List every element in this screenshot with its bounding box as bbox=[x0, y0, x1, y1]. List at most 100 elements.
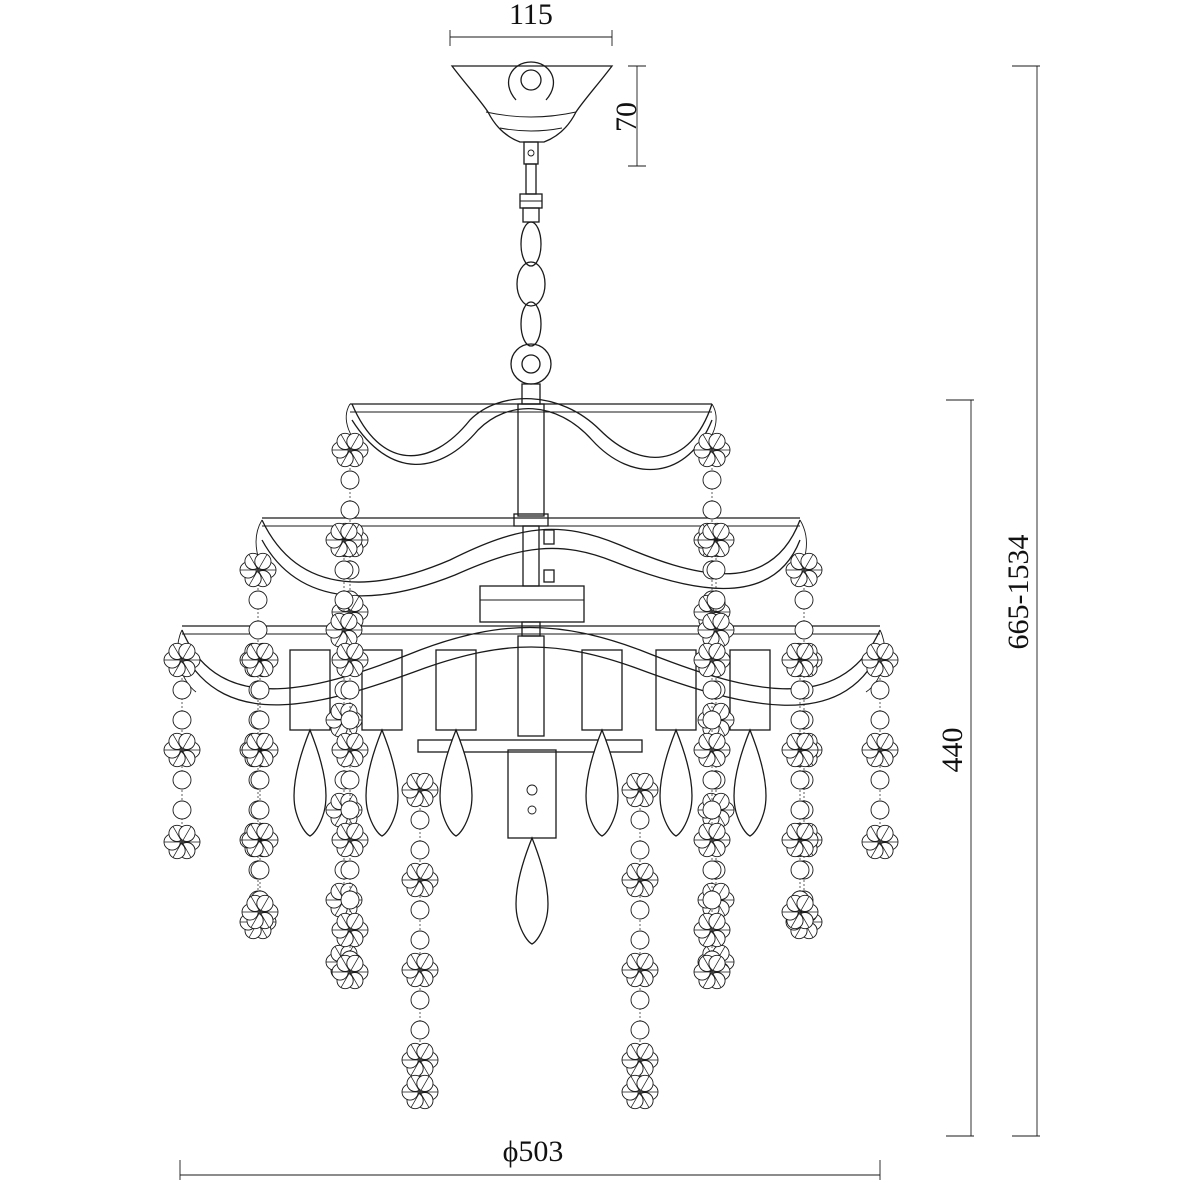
crystal-bead bbox=[790, 770, 810, 790]
crystal-bead bbox=[340, 680, 360, 700]
crystal-bead bbox=[630, 1020, 650, 1040]
crystal-prism bbox=[239, 552, 277, 588]
crystal-bead bbox=[172, 680, 192, 700]
crystal-bead bbox=[794, 620, 814, 640]
crystal-bead bbox=[790, 680, 810, 700]
crystal-bead bbox=[630, 900, 650, 920]
crystal-bead bbox=[702, 680, 722, 700]
crystal-prism bbox=[163, 642, 201, 678]
crystal-prism bbox=[781, 894, 819, 930]
crystal-bead bbox=[794, 590, 814, 610]
crystal-prism bbox=[325, 612, 363, 648]
crystal-bead bbox=[172, 800, 192, 820]
crystal-prism bbox=[621, 952, 659, 988]
crystal-prism bbox=[331, 432, 369, 468]
crystal-prism bbox=[241, 894, 279, 930]
crystal-bead bbox=[340, 770, 360, 790]
crystal-bead bbox=[410, 900, 430, 920]
dimension-diameter: ϕ503 bbox=[179, 1135, 881, 1180]
crystal-prism bbox=[241, 732, 279, 768]
crystal-bead bbox=[248, 590, 268, 610]
crystal-prism bbox=[693, 822, 731, 858]
crystal-bead bbox=[702, 800, 722, 820]
crystal-prism bbox=[331, 912, 369, 948]
crystal-prism bbox=[241, 822, 279, 858]
dimension-canopy-height: 70 bbox=[610, 65, 646, 167]
crystal-prism bbox=[331, 732, 369, 768]
crystal-bead bbox=[410, 930, 430, 950]
crystal-bead bbox=[340, 470, 360, 490]
crystal-prism bbox=[621, 1042, 659, 1078]
crystal-prism bbox=[401, 1042, 439, 1078]
dimension-canopy-width: 115 bbox=[449, 0, 613, 46]
crystal-bead bbox=[340, 710, 360, 730]
dimension-body-height: 440 bbox=[936, 399, 974, 1137]
crystal-prism bbox=[401, 952, 439, 988]
crystal-bead bbox=[870, 710, 890, 730]
crystal-prism bbox=[693, 954, 731, 990]
crystal-prism bbox=[781, 732, 819, 768]
crystal-prism bbox=[861, 642, 899, 678]
crystal-prism bbox=[693, 432, 731, 468]
crystal-bead bbox=[702, 500, 722, 520]
body-height-label: 440 bbox=[936, 728, 969, 773]
crystal-bead bbox=[790, 710, 810, 730]
crystal-bead bbox=[250, 860, 270, 880]
diameter-label: ϕ503 bbox=[503, 1135, 564, 1168]
tier-bottom bbox=[177, 625, 886, 706]
crystal-bead bbox=[410, 1020, 430, 1040]
crystal-bead bbox=[630, 810, 650, 830]
crystal-prism bbox=[781, 822, 819, 858]
central-stem bbox=[479, 403, 585, 737]
crystal-bead bbox=[340, 860, 360, 880]
crystal-prism bbox=[401, 1074, 439, 1110]
crystal-bead bbox=[410, 840, 430, 860]
crystal-bead bbox=[706, 590, 726, 610]
ceiling-canopy bbox=[450, 61, 614, 165]
crystal-prism bbox=[325, 522, 363, 558]
crystal-bead bbox=[334, 590, 354, 610]
crystal-bead bbox=[340, 800, 360, 820]
crystal-bead bbox=[870, 680, 890, 700]
crystal-prism bbox=[785, 552, 823, 588]
canopy-width-label: 115 bbox=[509, 0, 553, 31]
crystal-prism bbox=[331, 954, 369, 990]
crystal-prism bbox=[331, 642, 369, 678]
crystal-bead bbox=[334, 560, 354, 580]
crystal-bead bbox=[702, 710, 722, 730]
crystal-bead bbox=[702, 770, 722, 790]
candle-bulbs bbox=[293, 728, 767, 945]
canopy-height-label: 70 bbox=[610, 102, 643, 132]
bulb-arm bbox=[417, 739, 643, 753]
crystal-prism bbox=[163, 824, 201, 860]
crystal-bead bbox=[702, 890, 722, 910]
crystal-prism bbox=[861, 732, 899, 768]
tier-top bbox=[345, 397, 717, 471]
crystal-bead bbox=[790, 860, 810, 880]
crystal-strands bbox=[163, 432, 899, 1110]
crystal-bead bbox=[702, 860, 722, 880]
crystal-prism bbox=[331, 822, 369, 858]
crystal-prism bbox=[621, 772, 659, 808]
crystal-prism bbox=[621, 862, 659, 898]
crystal-bead bbox=[870, 770, 890, 790]
crystal-bead bbox=[790, 800, 810, 820]
crystal-bead bbox=[340, 890, 360, 910]
crystal-prism bbox=[693, 642, 731, 678]
dimension-overall-height: 665-1534 bbox=[1002, 65, 1040, 1137]
crystal-bead bbox=[340, 500, 360, 520]
crystal-bead bbox=[410, 990, 430, 1010]
crystal-bead bbox=[702, 470, 722, 490]
crystal-bead bbox=[410, 810, 430, 830]
crystal-prism bbox=[241, 642, 279, 678]
crystal-bead bbox=[706, 560, 726, 580]
crystal-prism bbox=[693, 732, 731, 768]
crystal-prism bbox=[697, 612, 735, 648]
crystal-prism bbox=[163, 732, 201, 768]
crystal-prism bbox=[621, 1074, 659, 1110]
crystal-prism bbox=[401, 862, 439, 898]
crystal-bead bbox=[250, 710, 270, 730]
crystal-prism bbox=[693, 912, 731, 948]
crystal-bead bbox=[630, 990, 650, 1010]
